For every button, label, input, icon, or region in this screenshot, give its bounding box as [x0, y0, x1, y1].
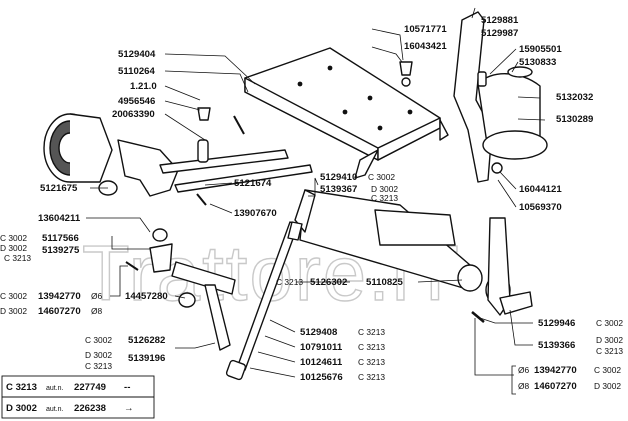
- label-5121675: 5121675: [40, 183, 78, 194]
- code-c3002-5117566: C 3002: [0, 233, 27, 243]
- code-c3002-5129946: C 3002: [596, 318, 623, 328]
- left-linkage: [125, 228, 236, 351]
- label-5117566: 5117566: [42, 233, 79, 244]
- label-5129408: 5129408: [300, 327, 338, 338]
- selector-fork-shaft: [98, 107, 313, 206]
- label-20063390: 20063390: [112, 109, 155, 120]
- label-5129987: 5129987: [481, 28, 518, 39]
- label-5110825: 5110825: [366, 277, 403, 288]
- gear-lever-boot: [453, 11, 548, 183]
- label-5139275: 5139275: [42, 245, 80, 256]
- code-d3002-14607270-right: D 3002: [594, 381, 621, 391]
- label-16043421: 16043421: [404, 41, 447, 52]
- code-c3213-10791011: C 3213: [358, 342, 385, 352]
- label-10124611: 10124611: [300, 357, 343, 368]
- code-c3002-13942770-right: C 3002: [594, 365, 621, 375]
- label-10571771: 10571771: [404, 24, 447, 35]
- legend-row2-mark: →: [124, 403, 134, 414]
- label-5139367: 5139367: [320, 184, 357, 195]
- legend-row1-aut: aut.n.: [46, 385, 64, 392]
- label-10791011: 10791011: [300, 342, 343, 353]
- code-c3213-5139367: C 3213: [371, 193, 398, 203]
- code-c3213-10124611: C 3213: [358, 357, 385, 367]
- code-phi8-right: Ø8: [518, 381, 530, 391]
- label-10125676: 10125676: [300, 372, 343, 383]
- code-d3002-5139366: D 3002: [596, 335, 623, 345]
- label-5139366: 5139366: [538, 340, 575, 351]
- label-14457280: 14457280: [125, 291, 168, 302]
- label-14607270-right: 14607270: [534, 381, 577, 392]
- label-5129881: 5129881: [481, 15, 519, 26]
- label-13942770-right: 13942770: [534, 365, 577, 376]
- label-4956546: 4956546: [118, 96, 155, 107]
- legend-row2-num: 226238: [74, 403, 107, 414]
- label-5132032: 5132032: [556, 92, 593, 103]
- code-d3002-5139196: D 3002: [85, 350, 112, 360]
- legend-row2-aut: aut.n.: [46, 406, 64, 413]
- label-5121674: 5121674: [234, 178, 272, 189]
- code-d3002-14607270-left: D 3002: [0, 306, 27, 316]
- label-5110264: 5110264: [118, 66, 155, 77]
- cross-shaft-assembly: [294, 189, 533, 316]
- legend-row1-mark: --: [124, 382, 130, 393]
- label-5126302: 5126302: [310, 277, 347, 288]
- leader-lines: [86, 7, 546, 378]
- pins-right: [399, 61, 487, 323]
- code-c3213-5139275: C 3213: [4, 253, 31, 263]
- code-c3213-5139196: C 3213: [85, 361, 112, 371]
- code-c3002-5126282: C 3002: [85, 335, 112, 345]
- label-5139196: 5139196: [128, 353, 165, 364]
- code-phi6-left: Ø6: [91, 291, 103, 301]
- code-c3213-5126302: C 3213: [276, 277, 303, 287]
- code-c3002-5129410: C 3002: [368, 172, 395, 182]
- label-13604211: 13604211: [38, 213, 81, 224]
- label-13942770-left: 13942770: [38, 291, 81, 302]
- label-14607270-left: 14607270: [38, 306, 81, 317]
- push-rod: [225, 221, 303, 381]
- legend-row1-code: C 3213: [6, 382, 37, 393]
- label-13907670: 13907670: [234, 208, 277, 219]
- label-16044121: 16044121: [519, 184, 562, 195]
- label-5129946: 5129946: [538, 318, 575, 329]
- label-5129410: 5129410: [320, 172, 357, 183]
- code-phi8-left: Ø8: [91, 306, 103, 316]
- code-d3002-5139275: D 3002: [0, 243, 27, 253]
- legend-box: C 3213 aut.n. 227749 -- D 3002 aut.n. 22…: [1, 375, 155, 419]
- code-phi6-right: Ø6: [518, 365, 530, 375]
- legend-row2-code: D 3002: [6, 403, 37, 414]
- label-15905501: 15905501: [519, 44, 562, 55]
- legend-row1-num: 227749: [74, 382, 106, 393]
- label-1-21-0: 1.21.0: [130, 81, 157, 92]
- code-c3213-5139366: C 3213: [596, 346, 623, 356]
- label-10569370: 10569370: [519, 202, 562, 213]
- mounting-plate: [244, 47, 449, 179]
- label-5130289: 5130289: [556, 114, 593, 125]
- gear: [43, 113, 113, 183]
- label-5130833: 5130833: [519, 57, 556, 68]
- code-c3213-10125676: C 3213: [358, 372, 385, 382]
- label-5126282: 5126282: [128, 335, 165, 346]
- code-c3002-13942770-left: C 3002: [0, 291, 27, 301]
- code-d3002-5139367: D 3002: [371, 184, 398, 194]
- label-5129404: 5129404: [118, 49, 156, 60]
- code-c3213-5129408: C 3213: [358, 327, 385, 337]
